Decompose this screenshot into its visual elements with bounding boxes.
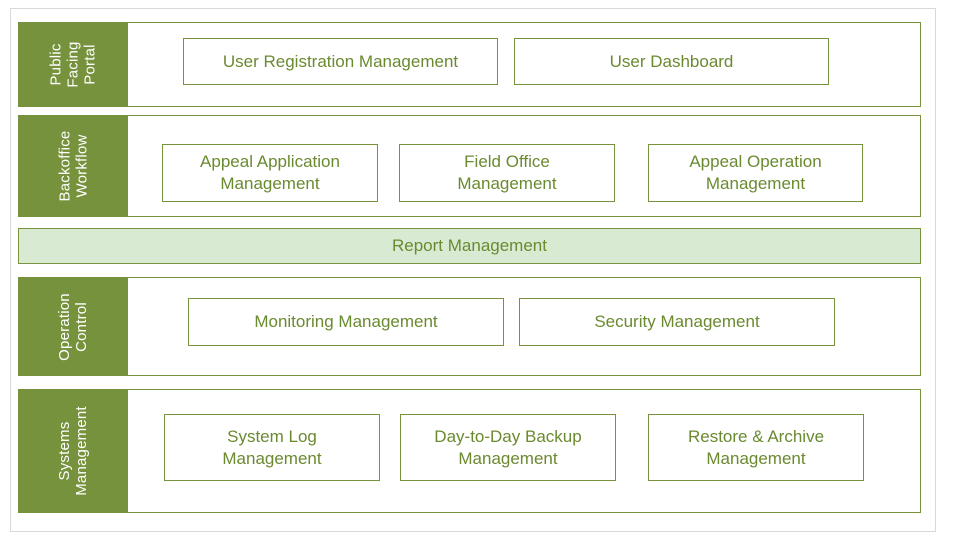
layer-systems-management: Systems Management System Log Management… [18, 389, 921, 513]
module-day-to-day-backup-management: Day-to-Day Backup Management [400, 414, 616, 481]
layer-label-systems-management: Systems Management [18, 389, 128, 513]
layer-label-backoffice-workflow: Backoffice Workflow [18, 115, 128, 217]
module-user-registration-management: User Registration Management [183, 38, 498, 85]
layer-title: Public Facing Portal [47, 41, 99, 88]
module-monitoring-management: Monitoring Management [188, 298, 504, 346]
layer-public-facing-portal: Public Facing Portal User Registration M… [18, 22, 921, 107]
diagram-frame [10, 8, 936, 532]
module-security-management: Security Management [519, 298, 835, 346]
layer-title: Backoffice Workflow [56, 130, 90, 202]
layer-title: Systems Management [56, 406, 90, 496]
module-system-log-management: System Log Management [164, 414, 380, 481]
module-field-office-management: Field Office Management [399, 144, 615, 202]
layer-label-operation-control: Operation Control [18, 277, 128, 376]
layer-backoffice-workflow: Backoffice Workflow Appeal Application M… [18, 115, 921, 217]
module-user-dashboard: User Dashboard [514, 38, 829, 85]
module-restore-archive-management: Restore & Archive Management [648, 414, 864, 481]
layer-operation-control: Operation Control Monitoring Management … [18, 277, 921, 376]
report-management-bar: Report Management [18, 228, 921, 264]
module-appeal-operation-management: Appeal Operation Management [648, 144, 863, 202]
layer-label-public-facing-portal: Public Facing Portal [18, 22, 128, 107]
layer-title: Operation Control [56, 292, 90, 361]
module-appeal-application-management: Appeal Application Management [162, 144, 378, 202]
